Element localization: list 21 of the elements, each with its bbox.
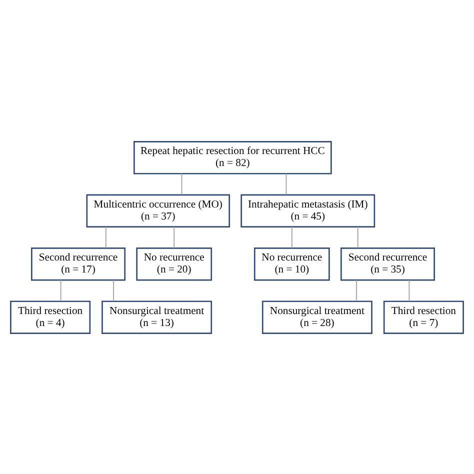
node-box: Third resection (n = 4) — [10, 300, 91, 334]
node-box: Intrahepatic metastasis (IM) (n = 45) — [240, 194, 376, 228]
connector — [174, 226, 175, 248]
connector — [181, 172, 182, 195]
node-box: Nonsurgical treatment (n = 28) — [262, 300, 372, 334]
connector — [356, 279, 357, 302]
node-box: Third resection (n = 7) — [383, 300, 464, 334]
connector — [113, 279, 114, 302]
node-box: No recurrence (n = 10) — [254, 246, 330, 280]
connector — [286, 172, 287, 195]
node-box: Repeat hepatic resection for recurrent HCC (n = 82) — [134, 140, 332, 174]
node-box: Nonsurgical treatment (n = 13) — [102, 300, 212, 334]
connector — [357, 226, 358, 248]
connector — [60, 279, 62, 302]
node-box: No recurrence (n = 20) — [136, 246, 212, 280]
node-box: Multicentric occurrence (MO) (n = 37) — [86, 194, 230, 228]
node-box: Second recurrence (n = 35) — [340, 246, 435, 280]
connector — [291, 226, 292, 248]
connector — [408, 279, 410, 302]
node-box: Second recurrence (n = 17) — [31, 246, 126, 280]
connector — [105, 226, 106, 248]
